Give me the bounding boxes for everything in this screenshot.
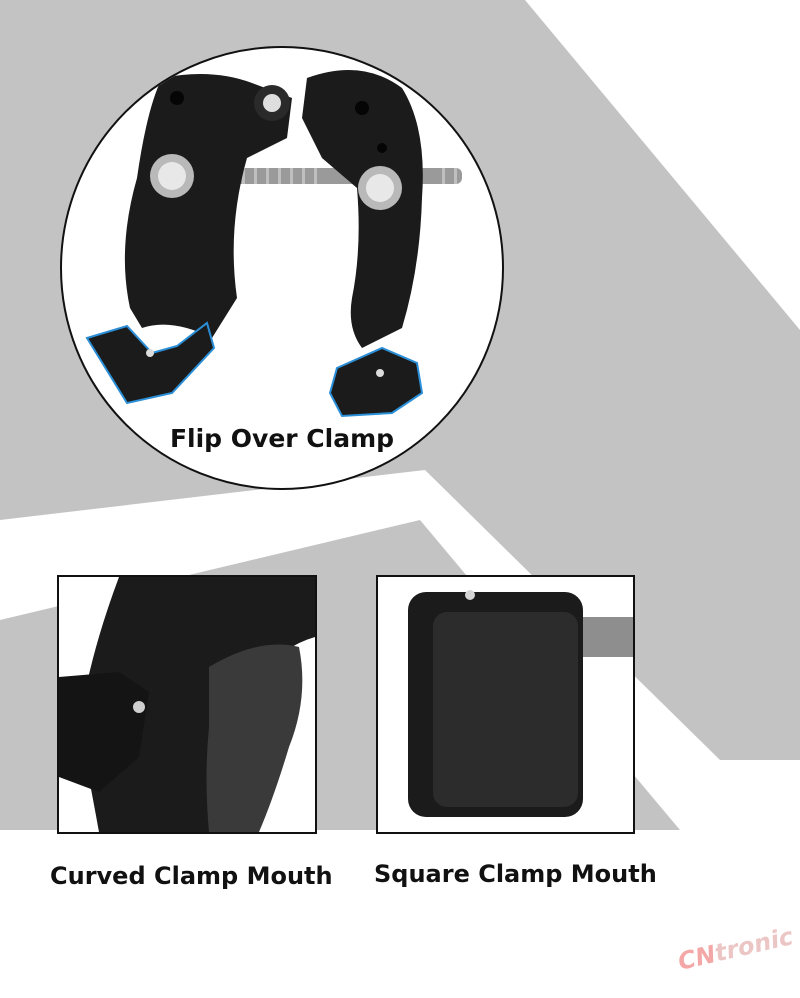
curved-clamp-mouth-caption: Curved Clamp Mouth <box>50 862 333 890</box>
square-clamp-mouth-caption: Square Clamp Mouth <box>374 860 657 888</box>
flip-over-clamp-circle: Flip Over Clamp <box>60 46 504 490</box>
flip-over-clamp-label: Flip Over Clamp <box>169 424 395 453</box>
square-clamp-illustration <box>378 577 633 832</box>
curved-clamp-mouth-image <box>57 575 317 834</box>
square-clamp-mouth-image <box>376 575 635 834</box>
flip-clamp-illustration <box>85 70 462 418</box>
curved-clamp-illustration <box>59 577 315 832</box>
